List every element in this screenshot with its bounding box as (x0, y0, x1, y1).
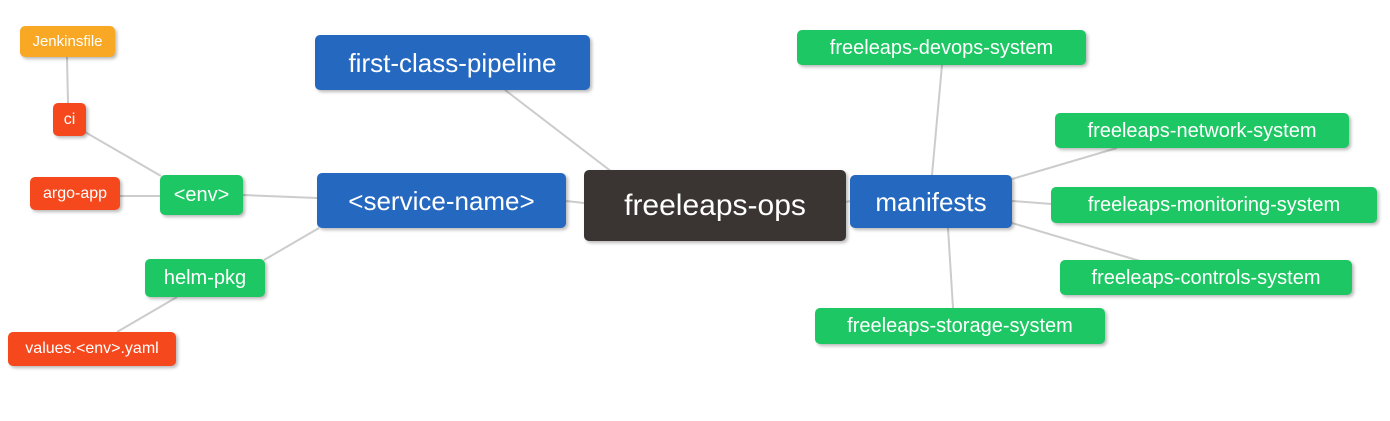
node-freeleaps-controls-system[interactable]: freeleaps-controls-system (1060, 260, 1352, 295)
node-label: values.<env>.yaml (25, 340, 159, 357)
node-freeleaps-storage-system[interactable]: freeleaps-storage-system (815, 308, 1105, 344)
node-label: <env> (173, 184, 230, 206)
node-label: freeleaps-network-system (1087, 119, 1317, 142)
node-label: manifests (875, 186, 987, 217)
node-label: helm-pkg (163, 267, 247, 289)
node-service-name[interactable]: <service-name> (317, 173, 566, 228)
edge-jenkinsfile-to-ci (66, 56, 69, 104)
node-jenkinsfile[interactable]: Jenkinsfile (20, 26, 115, 57)
node-helm-pkg[interactable]: helm-pkg (145, 259, 265, 297)
node-label: freeleaps-devops-system (829, 36, 1054, 59)
node-label: first-class-pipeline (348, 47, 557, 78)
node-label: argo-app (42, 184, 108, 202)
edge-helm-pkg-to-service-name (263, 227, 320, 261)
node-values-env-yaml[interactable]: values.<env>.yaml (8, 332, 176, 366)
node-label: Jenkinsfile (32, 33, 103, 50)
edge-env-to-service-name (242, 194, 318, 199)
node-label: ci (63, 110, 76, 128)
edge-manifests-to-freeleaps-storage-system (947, 227, 954, 309)
edge-ci-to-env (84, 131, 162, 177)
node-freeleaps-network-system[interactable]: freeleaps-network-system (1055, 113, 1349, 148)
edge-manifests-to-freeleaps-devops-system (931, 64, 943, 176)
node-label: freeleaps-ops (624, 188, 806, 222)
node-first-class-pipeline[interactable]: first-class-pipeline (315, 35, 590, 90)
node-label: <service-name> (348, 185, 535, 216)
node-label: freeleaps-controls-system (1091, 266, 1321, 289)
node-argo-app[interactable]: argo-app (30, 177, 120, 210)
node-freeleaps-ops[interactable]: freeleaps-ops (584, 170, 846, 241)
edge-manifests-to-freeleaps-controls-system (1011, 222, 1141, 262)
node-env[interactable]: <env> (160, 175, 243, 215)
edge-values-env-yaml-to-helm-pkg (116, 296, 178, 333)
node-label: freeleaps-monitoring-system (1087, 194, 1341, 216)
edge-manifests-to-freeleaps-monitoring-system (1011, 200, 1053, 205)
node-manifests[interactable]: manifests (850, 175, 1012, 228)
edge-service-name-to-freeleaps-ops (565, 200, 585, 204)
node-ci[interactable]: ci (53, 103, 86, 136)
node-label: freeleaps-storage-system (847, 315, 1073, 337)
node-freeleaps-monitoring-system[interactable]: freeleaps-monitoring-system (1051, 187, 1377, 223)
edge-first-class-pipeline-to-freeleaps-ops (504, 89, 613, 173)
node-freeleaps-devops-system[interactable]: freeleaps-devops-system (797, 30, 1086, 65)
edge-manifests-to-freeleaps-network-system (1011, 147, 1118, 180)
